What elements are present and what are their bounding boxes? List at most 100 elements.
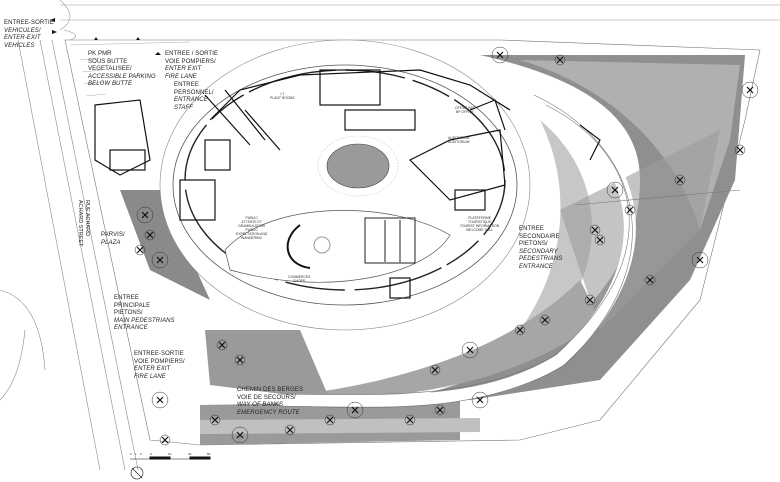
tree-canopy xyxy=(144,229,156,241)
tree-canopy xyxy=(151,251,169,269)
label-line: DEAMBULATION xyxy=(238,224,265,228)
label-line: VOIE DE SECOURS/ xyxy=(237,394,296,401)
label-line: AUDITORIUM xyxy=(448,140,470,144)
tree-trunk-icon xyxy=(596,236,604,244)
tree-canopy xyxy=(734,144,746,156)
scale-bar xyxy=(130,456,211,480)
tree-trunk-icon xyxy=(141,211,149,219)
tree-trunk-icon xyxy=(541,316,549,324)
label-line: ENTREE-SORTIE xyxy=(4,20,54,26)
label-line: ENTREE xyxy=(114,295,139,301)
label-line: SOUS BUTTE xyxy=(88,58,128,65)
tree-trunk-icon xyxy=(236,356,244,364)
tree-trunk-icon xyxy=(406,416,414,424)
label-line: PLAZA xyxy=(101,239,121,246)
tree-trunk-icon xyxy=(236,431,244,439)
tree-trunk-icon xyxy=(611,186,619,194)
tree-trunk-icon xyxy=(286,426,294,434)
tree-canopy xyxy=(644,274,656,286)
label-line: SECONDARY xyxy=(519,248,558,255)
tree-canopy xyxy=(514,324,526,336)
site-boundary xyxy=(64,39,761,446)
scale-tick: 5 xyxy=(150,452,152,456)
label-line: VOIE POMPIERS/ xyxy=(134,358,185,365)
tree-trunk-icon xyxy=(136,246,144,254)
office-label: OFFICE BAT BP OFFICE xyxy=(455,106,475,114)
label-line: VEHICULES/ xyxy=(4,27,41,34)
plaza-label: PARVIS/ PLAZA xyxy=(101,232,125,247)
shops-label: COMMERCES SHOPS xyxy=(288,275,310,283)
tree-canopy xyxy=(674,174,686,186)
accessible-parking-label: PK PMR SOUS BUTTE VEGETALISEE/ ACCESSIBL… xyxy=(88,51,156,89)
tree-trunk-icon xyxy=(646,276,654,284)
tree-trunk-icon xyxy=(496,51,504,59)
label-line: ENTRANCE xyxy=(519,263,553,270)
tree-canopy xyxy=(554,54,566,66)
street-label: RUE ACHARD ACHARD STREET xyxy=(76,200,90,246)
tree-canopy xyxy=(589,224,601,236)
label-line: PEDESTRIANS xyxy=(519,256,563,262)
tree-trunk-icon xyxy=(156,396,164,404)
label-line: PLANT ROOMS xyxy=(270,96,295,100)
scale-tick: 2 xyxy=(140,452,142,456)
park-paths xyxy=(279,94,636,407)
tree-trunk-icon xyxy=(436,406,444,414)
tree-canopy xyxy=(741,81,759,99)
label-line: WELCOME HALL xyxy=(466,228,494,232)
label-line: TOURIST INFORMATION xyxy=(460,224,500,228)
label-line: AUDITORIUM xyxy=(448,136,470,140)
label-line: PIETONS/ xyxy=(519,241,548,247)
tree-canopy xyxy=(284,424,296,436)
tree-canopy xyxy=(594,234,606,246)
tree-canopy xyxy=(429,364,441,376)
top-road xyxy=(59,0,780,41)
label-line: ENTREE xyxy=(174,82,199,88)
tree-canopy xyxy=(134,244,146,256)
tree-trunk-icon xyxy=(211,416,219,424)
plant-rooms-label: LT PLANT ROOMS xyxy=(270,92,295,100)
label-line: CHEMIN DES BERGES xyxy=(237,387,304,393)
tree-canopy xyxy=(346,401,364,419)
label-line: VEGETALISEE/ xyxy=(88,66,132,72)
north-wing-rooms xyxy=(94,69,601,299)
public-hall-label: PUBLIC ATTENTE ET DEAMBULATION PUBLIC EX… xyxy=(236,216,267,240)
label-line: PLATEFORME xyxy=(468,216,491,220)
tree-trunk-icon xyxy=(476,396,484,404)
tree-trunk-icon xyxy=(696,256,704,264)
tree-canopy xyxy=(324,414,336,426)
tree-trunk-icon xyxy=(626,206,634,214)
tree-trunk-icon xyxy=(431,366,439,374)
label-line: FIRE LANE xyxy=(165,73,197,80)
fire-lane-bottom-label: ENTREE-SORTIE VOIE POMPIERS/ ENTER EXIT … xyxy=(134,351,185,381)
welcome-hall-label: PLATEFORME TOURISTIQUE TOURIST INFORMATI… xyxy=(460,216,499,232)
label-line: LT xyxy=(280,92,285,96)
tree-canopy xyxy=(209,414,221,426)
label-line: PUBLIC xyxy=(245,228,258,232)
label-line: ENTER-EXIT xyxy=(4,35,41,41)
label-line: ENTREE-SORTIE xyxy=(134,351,184,357)
label-line: ENTRANCE xyxy=(174,97,208,103)
scale-tick: 50 xyxy=(207,452,211,456)
tree-canopy xyxy=(216,339,228,351)
label-line: WANDERING xyxy=(241,236,263,240)
tree-canopy xyxy=(461,341,479,359)
auditorium-label: AUDITORIUM AUDITORIUM xyxy=(448,136,469,144)
label-line: RUE ACHARD xyxy=(84,200,90,237)
tree-trunk-icon xyxy=(218,341,226,349)
label-line: VEHICLES xyxy=(4,42,35,49)
tree-canopy xyxy=(231,426,249,444)
scale-tick: 20 xyxy=(188,452,192,456)
label-line: MAIN PEDESTRIANS xyxy=(114,317,175,324)
tree-canopy xyxy=(151,391,169,409)
tree-canopy xyxy=(491,46,509,64)
tree-trunk-icon xyxy=(326,416,334,424)
trees xyxy=(134,46,759,446)
label-line: PARVIS/ xyxy=(101,232,125,238)
label-line: PIETONS/ xyxy=(114,310,143,316)
label-line: PK PMR xyxy=(88,51,112,57)
label-line: STAFF xyxy=(174,104,194,111)
label-line: BELOW BUTTE xyxy=(88,81,133,87)
tree-canopy xyxy=(539,314,551,326)
tree-trunk-icon xyxy=(746,86,754,94)
